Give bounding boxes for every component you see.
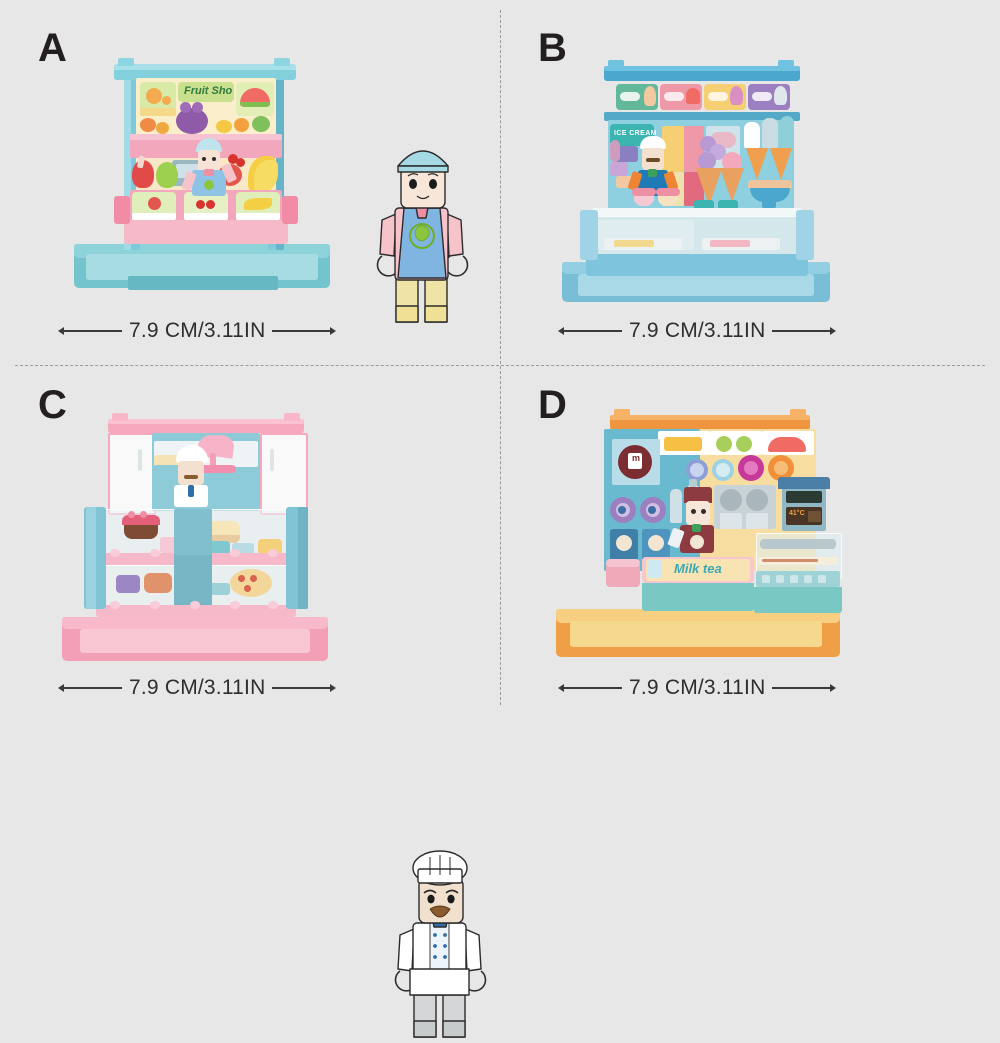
register-display-text: 41°C	[789, 510, 805, 517]
dimension-text-b: 7.9 CM/3.11IN	[629, 319, 766, 342]
panel-label-a: A	[38, 26, 67, 70]
dim-arrow-left-a	[58, 327, 64, 335]
model-bakery-shop	[62, 397, 334, 669]
dim-arrow-right-d	[830, 684, 837, 692]
panel-label-d: D	[538, 383, 567, 427]
dimension-text-c: 7.9 CM/3.11IN	[129, 676, 266, 699]
panel-d-milk-tea-shop[interactable]: D m	[500, 357, 1000, 714]
panel-a-fruit-shop[interactable]: A Fruit Sho	[0, 0, 500, 357]
fruit-shop-sign-text: Fruit Sho	[184, 85, 233, 97]
dim-arrow-left-c	[58, 684, 64, 692]
dim-arrow-right-b	[830, 327, 837, 335]
divider-vertical	[500, 10, 501, 705]
dim-arrow-right-c	[330, 684, 337, 692]
dim-arrow-right-a	[330, 327, 337, 335]
panel-c-bakery-shop[interactable]: C	[0, 357, 500, 1038]
minifigure-fruit-vendor	[368, 128, 478, 324]
model-ice-cream-shop: ICE CREAM	[558, 40, 830, 312]
dimension-text-a: 7.9 CM/3.11IN	[129, 319, 266, 342]
dim-arrow-left-d	[558, 684, 564, 692]
panel-b-ice-cream-shop[interactable]: B	[500, 0, 1000, 357]
dimension-label-a: 7.9 CM/3.11IN	[58, 318, 358, 344]
dimension-text-d: 7.9 CM/3.11IN	[629, 676, 766, 699]
dim-arrow-left-b	[558, 327, 564, 335]
dimension-label-c: 7.9 CM/3.11IN	[58, 675, 358, 701]
milk-tea-brand-mark: m	[632, 453, 641, 463]
minifigure-baker-chef	[386, 843, 496, 1039]
milk-tea-sign-text: Milk tea	[674, 561, 722, 576]
divider-horizontal	[15, 365, 985, 366]
model-fruit-shop: Fruit Sho	[68, 38, 340, 310]
panel-label-b: B	[538, 26, 567, 70]
dimension-label-b: 7.9 CM/3.11IN	[558, 318, 858, 344]
panel-label-c: C	[38, 383, 67, 427]
dimension-label-d: 7.9 CM/3.11IN	[558, 675, 858, 701]
ice-cream-sign-text: ICE CREAM	[614, 130, 657, 137]
model-milk-tea-shop: m	[556, 393, 842, 665]
